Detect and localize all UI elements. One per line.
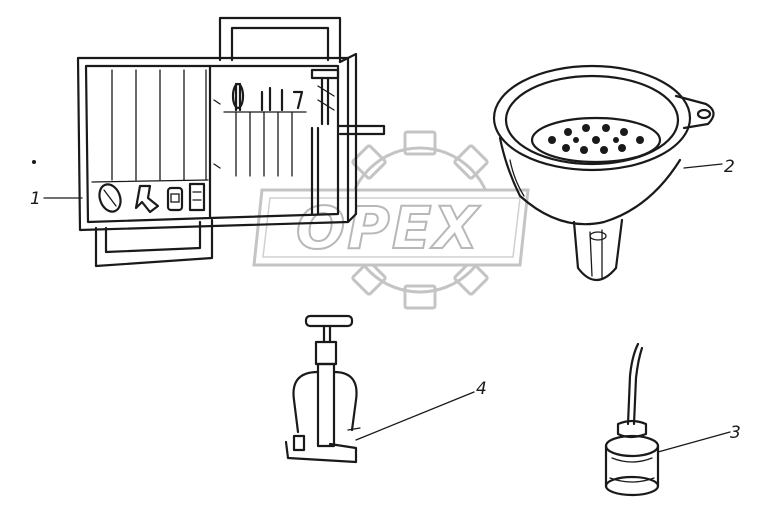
callout-label-4: 4 (476, 379, 487, 399)
watermark-text: OPEX (296, 194, 481, 262)
oil-can (604, 342, 660, 497)
callout-line-4 (355, 391, 475, 441)
wrench-icon (98, 183, 122, 213)
callout-label-1: 1 (30, 189, 41, 209)
callout-line-3 (657, 431, 731, 453)
watermark: OPEX (252, 130, 530, 310)
pliers-icon (188, 182, 206, 212)
callout-label-2: 2 (724, 157, 735, 177)
tool-kit-box (32, 16, 386, 268)
funnel-with-strainer (492, 64, 715, 282)
socket-icon (166, 186, 184, 212)
spanner-icon (134, 184, 160, 214)
hammer-icon (310, 68, 340, 126)
tire-pump (284, 314, 361, 464)
callout-line-2 (683, 163, 723, 169)
watermark-banner (252, 188, 530, 267)
callout-label-3: 3 (730, 423, 741, 443)
strainer-mesh (548, 124, 644, 154)
screwdriver-icon (231, 82, 245, 112)
